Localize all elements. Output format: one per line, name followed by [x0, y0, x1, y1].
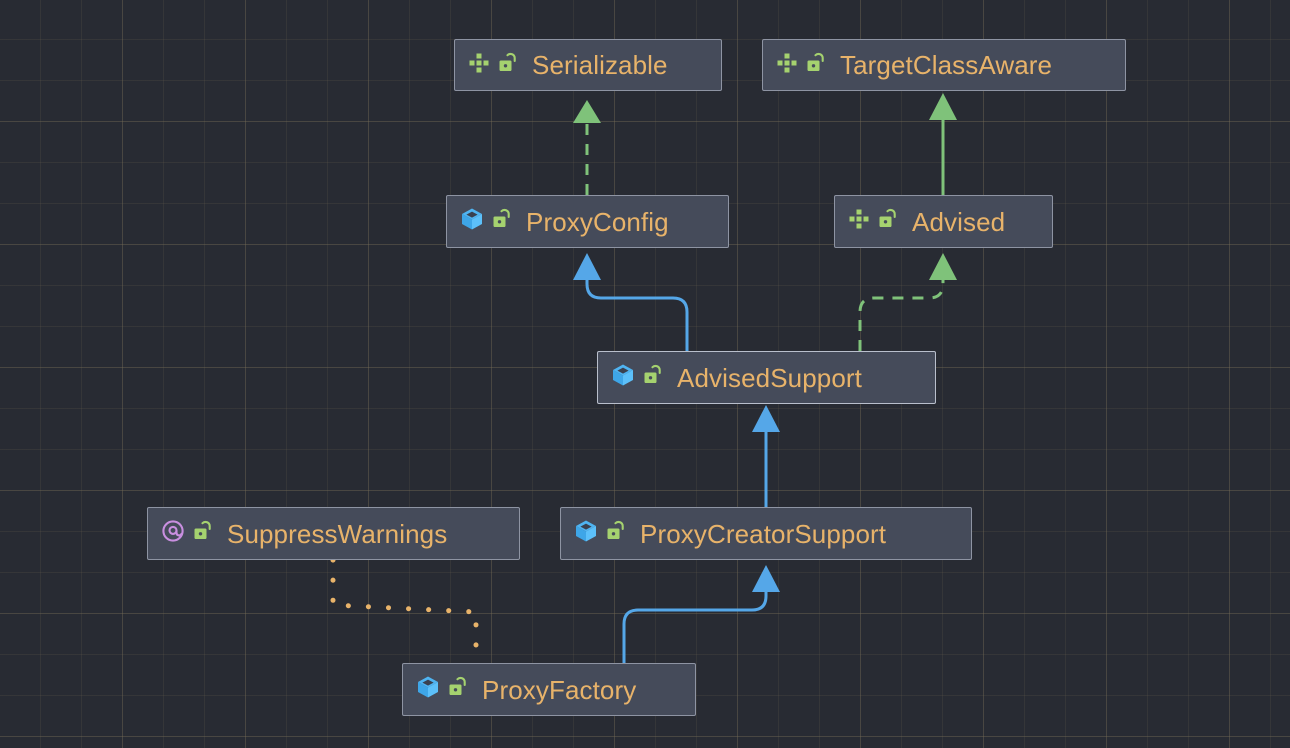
annotation-icon — [160, 518, 186, 549]
class-icon — [610, 362, 636, 393]
class-icon — [459, 206, 485, 237]
node-icons — [775, 51, 840, 80]
node-icons — [573, 518, 640, 549]
node-label: SuppressWarnings — [227, 518, 448, 549]
edge-advisedsupport-proxyconfig[interactable] — [573, 253, 689, 353]
unlock-icon — [606, 520, 626, 547]
class-icon — [573, 518, 599, 549]
node-proxycreatorsupport[interactable]: ProxyCreatorSupport — [560, 507, 972, 560]
unlock-icon — [878, 208, 898, 235]
edge-proxyconfig-serializable[interactable] — [573, 100, 601, 195]
interface-icon — [847, 207, 871, 236]
node-label: ProxyCreatorSupport — [640, 518, 887, 549]
unlock-icon — [448, 676, 468, 703]
node-icons — [160, 518, 227, 549]
edge-proxycreatorsupport-advisedsupport[interactable] — [752, 405, 780, 507]
unlock-icon — [492, 208, 512, 235]
node-icons — [847, 207, 912, 236]
node-icons — [415, 674, 482, 705]
unlock-icon — [193, 520, 213, 547]
node-icons — [467, 51, 532, 80]
unlock-icon — [643, 364, 663, 391]
edge-proxyfactory-suppresswarnings[interactable] — [330, 557, 479, 666]
node-advised[interactable]: Advised — [834, 195, 1053, 248]
node-icons — [459, 206, 526, 237]
unlock-icon — [498, 52, 518, 79]
node-label: TargetClassAware — [840, 50, 1053, 80]
node-label: ProxyConfig — [526, 206, 669, 237]
node-label: ProxyFactory — [482, 674, 637, 705]
node-targetclassaware[interactable]: TargetClassAware — [762, 39, 1126, 91]
edge-proxyfactory-proxycreatorsupport[interactable] — [622, 565, 780, 665]
node-advisedsupport[interactable]: AdvisedSupport — [597, 351, 936, 404]
node-icons — [610, 362, 677, 393]
interface-icon — [467, 51, 491, 80]
node-suppresswarnings[interactable]: SuppressWarnings — [147, 507, 520, 560]
node-proxyconfig[interactable]: ProxyConfig — [446, 195, 729, 248]
unlock-icon — [806, 52, 826, 79]
edge-advised-targetclassaware[interactable] — [929, 93, 957, 195]
class-icon — [415, 674, 441, 705]
node-serializable[interactable]: Serializable — [454, 39, 722, 91]
interface-icon — [775, 51, 799, 80]
edge-advisedsupport-advised[interactable] — [858, 253, 957, 351]
node-label: Advised — [912, 206, 1006, 237]
node-proxyfactory[interactable]: ProxyFactory — [402, 663, 696, 716]
node-label: Serializable — [532, 50, 668, 80]
node-label: AdvisedSupport — [677, 362, 862, 393]
